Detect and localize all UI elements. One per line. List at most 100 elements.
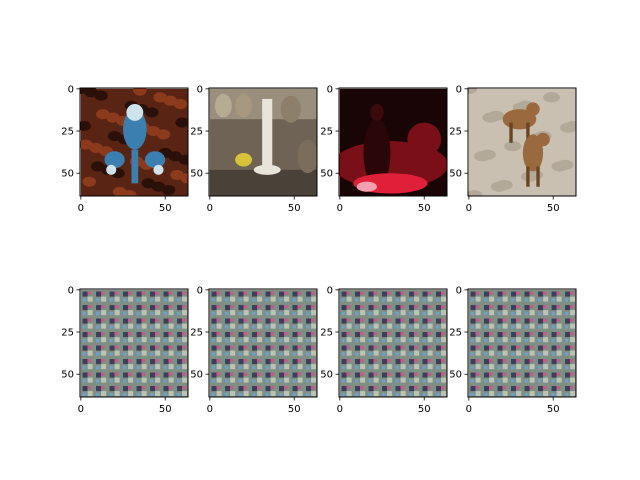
image-texture <box>161 185 176 196</box>
pattern-cell <box>502 323 508 329</box>
pattern-cell <box>475 323 481 329</box>
pattern-cell <box>284 359 288 363</box>
image-texture <box>94 90 108 101</box>
pattern-cell <box>422 352 426 356</box>
pattern-cell <box>516 291 520 295</box>
pattern-cell <box>511 305 517 311</box>
pattern-cell <box>211 365 215 370</box>
pattern-cell <box>163 311 167 316</box>
pattern-cell <box>257 386 261 390</box>
pattern-cell <box>238 379 242 383</box>
pattern-cell <box>284 364 290 370</box>
pattern-cell <box>238 345 244 351</box>
pattern-cell <box>565 338 569 343</box>
pattern-cell <box>101 350 107 356</box>
pattern-cell <box>297 377 303 383</box>
pattern-cell <box>538 291 544 297</box>
pattern-cell <box>82 305 88 311</box>
pattern-cell <box>238 318 244 324</box>
pattern-cell <box>163 372 169 378</box>
pattern-cell <box>524 298 528 302</box>
pattern-cell <box>341 305 347 311</box>
pattern-cell <box>265 318 271 324</box>
pattern-cell <box>155 310 161 316</box>
pattern-cell <box>177 345 183 351</box>
pattern-cell <box>360 332 364 336</box>
pattern-cell <box>497 365 501 370</box>
pattern-cell <box>123 325 127 329</box>
pattern-cell <box>101 332 105 336</box>
pattern-cell <box>489 364 495 370</box>
image-texture <box>153 92 167 103</box>
pattern-cell <box>346 318 350 322</box>
pattern-cell <box>82 365 86 370</box>
image-stage-light <box>407 122 442 157</box>
pattern-cell <box>470 298 474 302</box>
pattern-cell <box>123 291 129 297</box>
pattern-cell <box>427 305 431 309</box>
pattern-cell <box>551 352 555 356</box>
pattern-cell <box>96 338 100 343</box>
pattern-cell <box>252 379 256 383</box>
pattern-cell <box>524 291 530 297</box>
pattern-cell <box>570 296 576 302</box>
image-texture <box>556 159 574 170</box>
pattern-cell <box>82 311 86 316</box>
pattern-cell <box>497 332 503 338</box>
pattern-cell <box>306 332 312 338</box>
x-tick-label: 50 <box>418 203 431 214</box>
pattern-cell <box>441 305 445 309</box>
axes-frame <box>467 288 577 398</box>
pattern-cell <box>141 310 147 316</box>
pattern-cell <box>529 345 533 349</box>
pattern-cell <box>136 359 142 365</box>
pattern-cell <box>109 332 115 338</box>
image-texture <box>146 125 161 137</box>
pattern-cell <box>516 296 522 302</box>
x-tick-label: 0 <box>466 203 472 214</box>
pattern-cell <box>292 365 296 370</box>
pattern-cell <box>284 337 290 343</box>
pattern-cell <box>114 310 120 316</box>
image-subject <box>131 149 139 184</box>
pattern-cell <box>292 298 296 302</box>
pattern-cell <box>168 310 174 316</box>
pattern-cell <box>128 318 132 322</box>
pattern-cell <box>382 386 388 392</box>
pattern-cell <box>177 338 181 343</box>
pattern-cell <box>524 345 530 351</box>
pattern-cell <box>360 364 366 370</box>
pattern-cell <box>182 350 188 356</box>
pattern-cell <box>414 323 420 329</box>
pattern-cell <box>556 345 560 349</box>
pattern-cell <box>265 379 269 383</box>
pattern-cell <box>306 338 310 343</box>
pattern-cell <box>373 305 377 309</box>
pattern-cell <box>368 325 372 329</box>
pattern-cell <box>257 296 263 302</box>
y-tick-label: 25 <box>320 127 333 138</box>
pattern-cell <box>543 386 547 390</box>
pattern-cell <box>265 392 269 397</box>
pattern-cell <box>484 372 490 378</box>
pattern-cell <box>136 379 140 383</box>
pattern-cell <box>109 345 115 351</box>
pattern-cell <box>211 338 215 343</box>
pattern-cell <box>297 291 301 295</box>
pattern-cell <box>570 364 576 370</box>
pattern-cell <box>136 352 140 356</box>
pattern-cell <box>382 392 386 397</box>
y-tick-label: 50 <box>320 169 333 180</box>
pattern-cell <box>341 318 347 324</box>
x-tick-label: 50 <box>547 404 560 415</box>
pattern-cell <box>136 386 142 392</box>
pattern-cell <box>441 391 447 397</box>
pattern-cell <box>182 305 186 309</box>
y-tick-label: 0 <box>327 84 333 95</box>
pattern-cell <box>87 386 91 390</box>
pattern-cell <box>243 291 247 295</box>
pattern-cell <box>346 377 352 383</box>
pattern-cell <box>150 311 154 316</box>
pattern-cell <box>346 345 350 349</box>
pattern-cell <box>551 291 557 297</box>
